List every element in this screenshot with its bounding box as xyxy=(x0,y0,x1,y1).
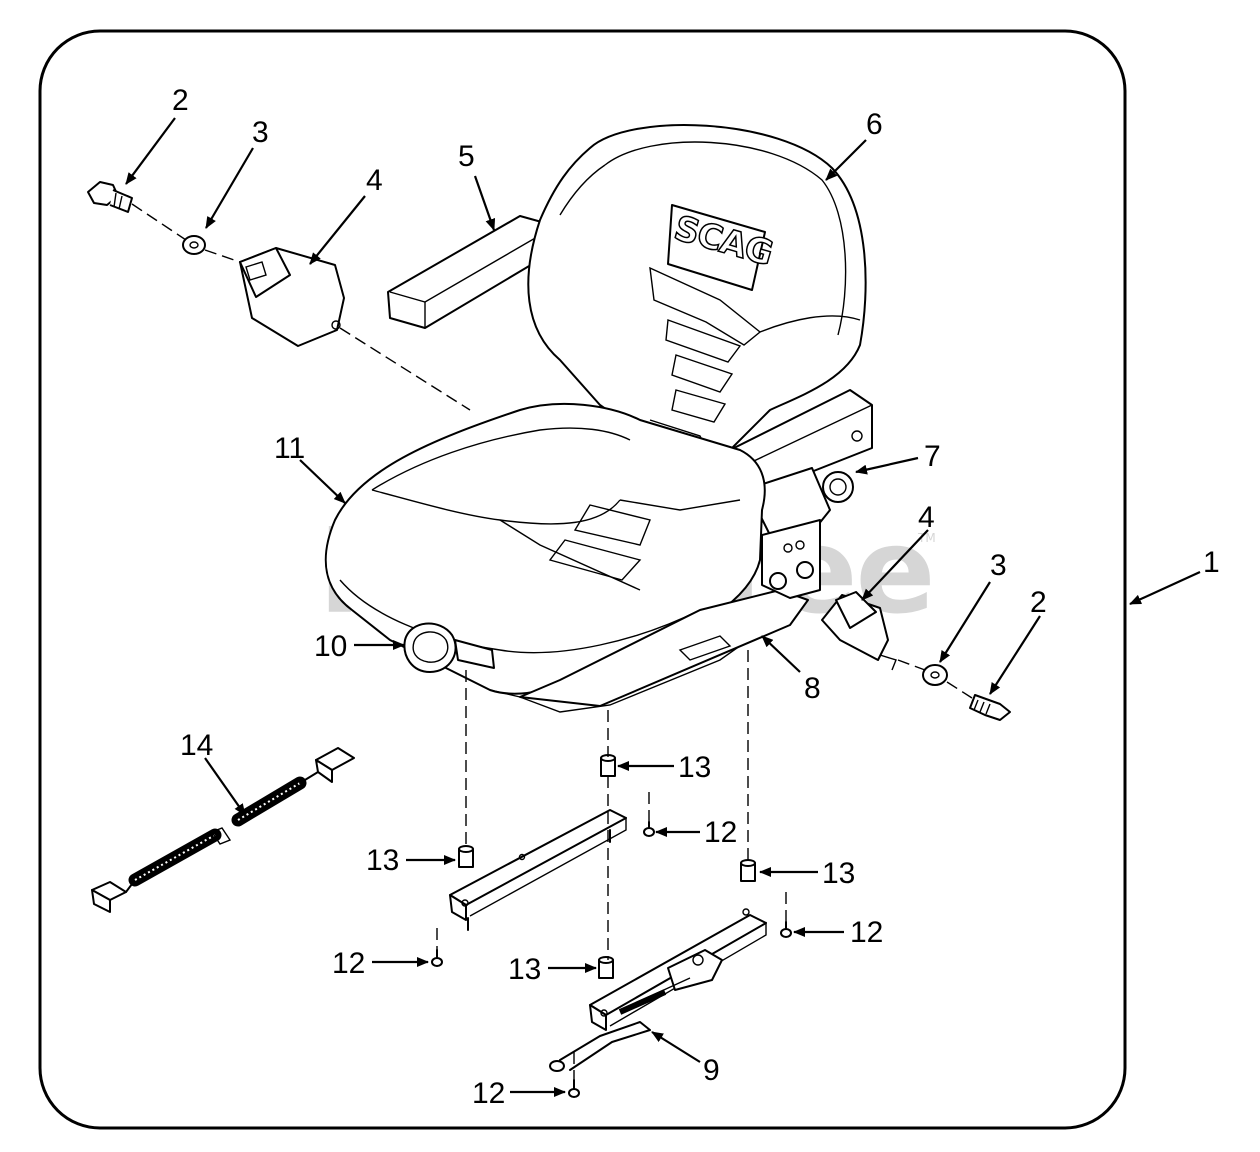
callout-3-left: 3 xyxy=(252,116,269,149)
screw-12-b xyxy=(431,949,443,967)
screw-12-d xyxy=(568,1079,580,1098)
callout-12-c: 12 xyxy=(850,916,883,949)
watermark-trademark: TM xyxy=(917,531,936,545)
leader-arrows xyxy=(125,117,1201,1097)
callout-2-left: 2 xyxy=(172,84,189,117)
callout-6: 6 xyxy=(866,108,883,141)
seat-assembly: SCAG xyxy=(324,124,873,713)
buckle-right xyxy=(821,591,897,671)
callout-2-right: 2 xyxy=(1030,586,1047,619)
callout-12-b: 12 xyxy=(332,947,365,980)
callout-12-a: 12 xyxy=(704,816,737,849)
callout-13-top: 13 xyxy=(678,751,711,784)
callout-7: 7 xyxy=(924,440,941,473)
callout-4-right: 4 xyxy=(918,501,935,534)
seatbelt-right-hardware xyxy=(821,591,1011,721)
callout-4-left: 4 xyxy=(366,164,383,197)
callout-10: 10 xyxy=(314,630,347,663)
callout-13-bottom: 13 xyxy=(508,953,541,986)
buckle-left xyxy=(239,247,345,347)
washer-right xyxy=(922,664,948,686)
wire-harness xyxy=(91,747,355,913)
callout-5: 5 xyxy=(458,140,475,173)
backrest: SCAG xyxy=(527,124,867,461)
spacer-13-right xyxy=(740,859,756,882)
callout-3-right: 3 xyxy=(990,549,1007,582)
spacer-13-top xyxy=(600,754,616,777)
washer-left xyxy=(182,235,206,255)
seat-base xyxy=(519,519,821,707)
callout-11: 11 xyxy=(274,432,305,465)
bolt-right xyxy=(969,694,1011,721)
callout-13-left: 13 xyxy=(366,844,399,877)
screw-12-a xyxy=(643,821,655,837)
callout-8: 8 xyxy=(804,672,821,705)
spacer-13-left xyxy=(458,845,474,868)
callout-labels: 1 2 3 4 5 6 7 4 3 2 8 10 11 14 13 12 13 … xyxy=(172,84,1220,1110)
front-knob xyxy=(403,622,495,673)
seatbelt-left-hardware xyxy=(87,181,471,411)
spacer-13-bottom xyxy=(598,956,614,979)
callout-13-right: 13 xyxy=(822,857,855,890)
slide-rails xyxy=(431,650,792,1098)
screw-12-c xyxy=(780,921,792,938)
callout-14: 14 xyxy=(180,729,213,762)
callout-9: 9 xyxy=(703,1054,720,1087)
callout-12-d: 12 xyxy=(472,1077,505,1110)
callout-1: 1 xyxy=(1203,546,1220,579)
